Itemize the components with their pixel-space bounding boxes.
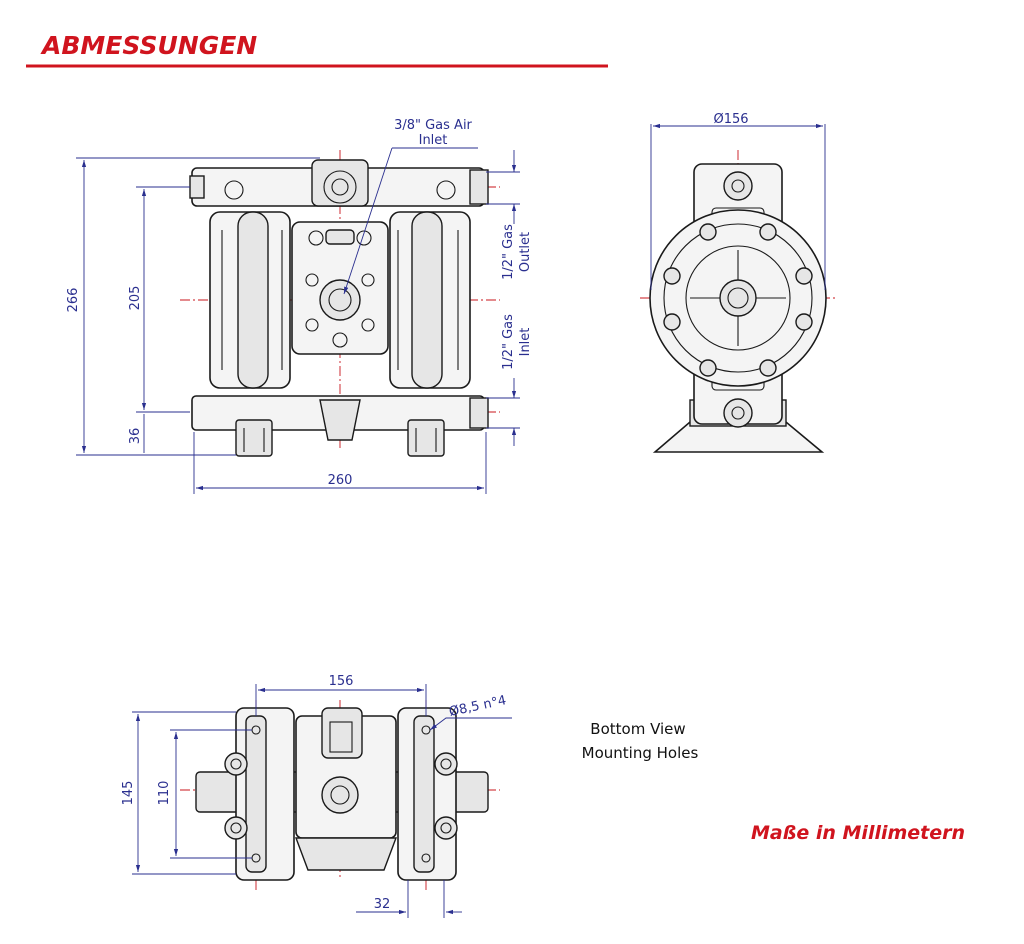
bottom-view-caption-line1: Bottom View: [590, 720, 685, 738]
air-inlet-label-line2: Inlet: [419, 133, 448, 148]
inlet-label-line2: Inlet: [518, 328, 533, 357]
dim-depth-total: 145: [121, 781, 136, 806]
outlet-label-line2: Outlet: [518, 232, 533, 272]
bottom-view: [132, 684, 512, 918]
dim-depth-holes: 110: [157, 781, 172, 806]
page-title: ABMESSUNGEN: [40, 31, 257, 60]
dim-width: 260: [328, 473, 353, 488]
dim-bottom-spacing: 156: [329, 674, 354, 689]
bottom-view-caption-line2: Mounting Holes: [582, 744, 699, 762]
dim-height-ports: 205: [128, 286, 143, 311]
dim-height-total: 266: [66, 288, 81, 313]
side-view: [640, 123, 836, 453]
inlet-label-line1: 1/2" Gas: [501, 314, 516, 370]
dim-offset: 32: [374, 897, 391, 912]
outlet-label-line1: 1/2" Gas: [501, 224, 516, 280]
air-inlet-label-line1: 3/8" Gas Air: [394, 118, 472, 133]
dim-diameter: Ø156: [713, 112, 748, 127]
front-view: [76, 147, 520, 494]
dim-hole-diameter: Ø8,5 n°4: [448, 693, 508, 720]
units-note: Maße in Millimetern: [751, 822, 965, 844]
dim-height-base: 36: [128, 428, 143, 445]
